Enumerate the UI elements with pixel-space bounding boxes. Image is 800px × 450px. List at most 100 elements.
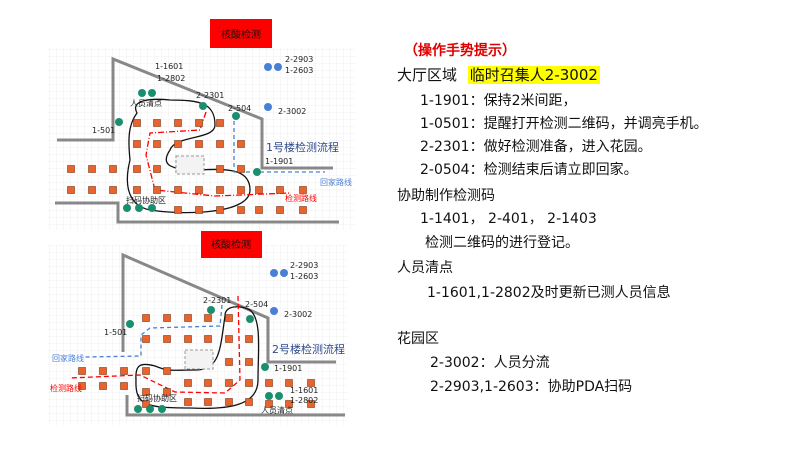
test-station-marker [307,400,315,408]
test-station-marker [133,140,141,148]
scanner-marker [264,103,272,111]
count-title: 人员清点 [397,260,453,276]
garden-item: 2-2903,1-2603：协助PDA扫码 [430,379,633,395]
test-station-marker [174,186,182,194]
label-2-3002: 2-3002 [284,310,312,319]
staff-marker [275,392,283,400]
test-station-marker [67,165,75,173]
label-2-504: 2-504 [245,300,268,309]
label-1-501: 1-501 [92,126,115,135]
test-station-marker [153,140,161,148]
test-station-marker [153,119,161,127]
staff-marker [207,306,215,314]
test-station-marker [237,206,245,214]
staff-marker [253,168,261,176]
test-station-marker [285,400,293,408]
test-station-marker [299,186,307,194]
label-1-2603: 1-2603 [285,66,313,75]
test-station-marker [174,119,182,127]
tent [184,349,214,370]
staff-marker [265,392,273,400]
hall-section: 大厅区域 临时召集人2-3002 [397,66,600,84]
label-2-3002: 2-3002 [278,107,306,116]
test-station-marker [99,367,107,375]
test-station-marker [163,367,171,375]
staff-marker [123,204,131,212]
hall-convener: 临时召集人2-3002 [467,66,600,84]
test-station-marker [204,314,212,322]
test-station-marker [255,206,263,214]
test-station-marker [88,186,96,194]
staff-marker [148,89,156,97]
home-route-label: 回家路线 [52,353,84,363]
staff-marker [126,320,134,328]
test-station-marker [120,382,128,390]
test-station-marker [225,398,233,406]
test-station-marker [184,314,192,322]
scanner-marker [270,269,278,277]
test-station-marker [216,119,224,127]
test-station-marker [237,186,245,194]
test-station-marker [163,335,171,343]
test-station-marker [195,140,203,148]
test-station-marker [142,335,150,343]
tent [175,155,205,175]
test-station-marker [225,314,233,322]
staff-marker [138,89,146,97]
test-station-marker [120,367,128,375]
test-station-marker [265,400,273,408]
flow-title: 2号楼检测流程 [272,342,345,356]
staff-marker [232,112,240,120]
test-station-marker [276,206,284,214]
staff-marker [199,102,207,110]
test-station-marker [142,314,150,322]
test-station-marker [285,379,293,387]
hall-item: 1-1901：保持2米间距， [420,93,577,109]
queue-boundary [135,306,260,410]
test-station-marker [109,165,117,173]
assist-task: 检测二维码的进行登记。 [425,235,579,251]
test-station-marker [184,379,192,387]
test-station-marker [133,186,141,194]
test-station-marker [225,335,233,343]
staff-marker [158,405,166,413]
test-station-marker [237,165,245,173]
label-2-2903: 2-2903 [285,55,313,64]
scanner-marker [270,307,278,315]
test-station-marker [216,165,224,173]
title-box [201,231,262,258]
test-station-marker [245,358,253,366]
staff-marker [115,118,123,126]
label-1-1901: 1-1901 [265,157,293,166]
staff-marker [148,204,156,212]
test-station-marker [216,206,224,214]
test-station-marker [88,165,96,173]
staff-marker [135,204,143,212]
hall-item: 1-0501：提醒打开检测二维码，并调亮手机。 [420,116,708,132]
headcount-label: 人员清点 [130,98,162,108]
label-2-504: 2-504 [228,104,251,113]
staff-marker [146,405,154,413]
test-station-marker [184,398,192,406]
test-station-marker [67,186,75,194]
test-station-marker [153,165,161,173]
test-station-marker [255,186,263,194]
test-station-marker [204,335,212,343]
label-2-2301: 2-2301 [196,91,224,100]
count-task: 1-1601,1-2802及时更新已测人员信息 [427,285,671,301]
test-station-marker [99,382,107,390]
test-route-label: 检测路线 [285,193,317,203]
garden-item: 2-3002：人员分流 [430,355,550,371]
grid-background [48,245,348,425]
test-station-marker [265,379,273,387]
test-station-marker [142,400,150,408]
test-station-marker [133,165,141,173]
assist-people: 1-1401， 2-401， 2-1403 [420,211,597,227]
scanner-marker [264,63,272,71]
queue-boundary [126,98,251,214]
label-2-2903: 2-2903 [290,261,318,270]
label-1-2603: 1-2603 [290,272,318,281]
assist-title: 协助制作检测码 [397,188,495,204]
test-station-marker [307,379,315,387]
